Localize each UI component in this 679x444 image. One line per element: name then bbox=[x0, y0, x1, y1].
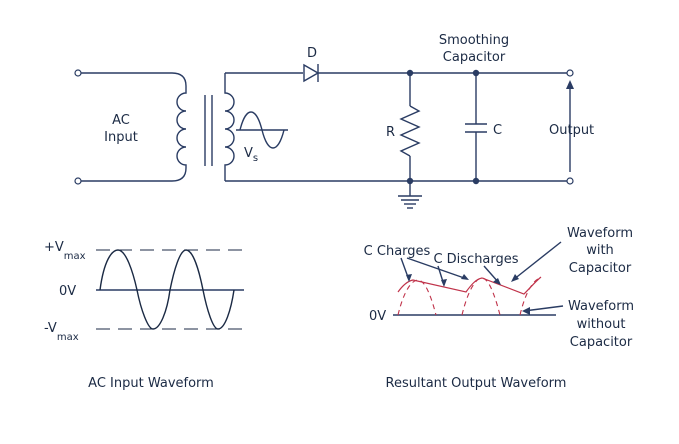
c-charges-label: C Charges bbox=[364, 244, 431, 259]
input-zero-label: 0V bbox=[59, 284, 76, 299]
junction-node bbox=[472, 177, 480, 185]
input-lead-top bbox=[81, 72, 187, 87]
vs-label: Vs bbox=[244, 146, 258, 164]
without-capacitor-label-line2: without bbox=[577, 317, 626, 332]
smoothing-capacitor-label-line1: Smoothing bbox=[439, 33, 509, 48]
output-waveform-caption: Resultant Output Waveform bbox=[386, 376, 567, 391]
annotation-arrows bbox=[400, 241, 564, 315]
output-zero-label: 0V bbox=[369, 309, 386, 324]
with-capacitor-label-line3: Capacitor bbox=[569, 261, 632, 276]
with-capacitor-label-line1: Waveform bbox=[567, 226, 633, 241]
primary-coil bbox=[176, 86, 187, 168]
output-terminal-top bbox=[566, 69, 574, 77]
diode-label: D bbox=[307, 46, 317, 61]
circuit-schematic: AC Input Vs D Smoothing Capacitor R C Ou… bbox=[74, 33, 594, 209]
output-label: Output bbox=[549, 123, 594, 138]
capacitor-label: C bbox=[493, 123, 502, 138]
c-discharges-label: C Discharges bbox=[433, 252, 518, 267]
sine-wave bbox=[99, 249, 235, 330]
without-capacitor-label-line1: Waveform bbox=[568, 299, 634, 314]
capacitor-icon bbox=[465, 73, 487, 181]
output-terminal-bottom bbox=[566, 177, 574, 185]
smoothed-waveform bbox=[397, 276, 542, 295]
input-terminal-bottom bbox=[74, 177, 82, 185]
junction-node bbox=[406, 177, 414, 185]
ground-icon bbox=[398, 181, 422, 209]
secondary-coil bbox=[224, 73, 235, 181]
with-capacitor-label-line2: with bbox=[586, 243, 614, 258]
input-lead-bottom bbox=[81, 167, 187, 182]
junction-node bbox=[472, 69, 480, 77]
smoothing-capacitor-label-line2: Capacitor bbox=[443, 50, 506, 65]
input-terminal-top bbox=[74, 69, 82, 77]
ac-input-label-line1: AC bbox=[112, 113, 130, 128]
plus-vmax-label: +Vmax bbox=[44, 240, 86, 262]
output-arrow-icon bbox=[566, 80, 574, 172]
minus-vmax-label: -Vmax bbox=[44, 321, 79, 343]
junction-node bbox=[406, 69, 414, 77]
resistor-icon bbox=[399, 73, 421, 181]
input-waveform-caption: AC Input Waveform bbox=[88, 376, 214, 391]
output-waveform: C Charges C Discharges 0V Waveform with … bbox=[364, 226, 634, 391]
resistor-label: R bbox=[386, 125, 395, 140]
rectified-pulse bbox=[397, 279, 437, 316]
ac-input-label-line2: Input bbox=[104, 130, 138, 145]
ac-input-waveform: +Vmax 0V -Vmax AC Input Waveform bbox=[44, 240, 244, 391]
vs-sine-icon bbox=[236, 111, 288, 149]
diode-icon bbox=[303, 63, 320, 83]
without-capacitor-label-line3: Capacitor bbox=[570, 335, 633, 350]
rectified-pulse bbox=[461, 277, 501, 316]
